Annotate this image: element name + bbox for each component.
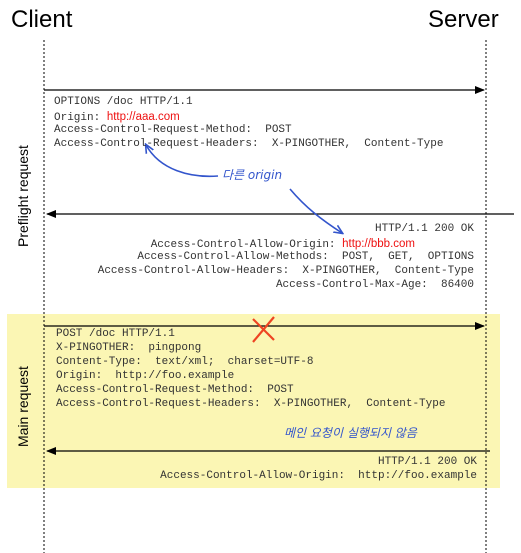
- main-content-type-line: Content-Type: text/xml; charset=UTF-8: [56, 356, 314, 368]
- main-pingother-line: X-PINGOTHER: pingpong: [56, 342, 202, 354]
- preflight-response-status: HTTP/1.1 200 OK: [374, 223, 474, 235]
- preflight-origin-line: Origin: http://aaa.com: [54, 111, 180, 124]
- origin-arrow-up: [146, 145, 219, 178]
- allow-origin-key: Access-Control-Allow-Origin:: [150, 239, 343, 251]
- preflight-request-method-line: Access-Control-Request-Method: POST: [54, 124, 292, 136]
- preflight-request-headers-line: Access-Control-Request-Headers: X-PINGOT…: [54, 138, 444, 150]
- server-label: Server: [428, 6, 499, 33]
- main-allow-origin-line: Access-Control-Allow-Origin: http://foo.…: [160, 470, 477, 482]
- preflight-request-line: OPTIONS /doc HTTP/1.1: [54, 96, 193, 108]
- main-request-headers-line: Access-Control-Request-Headers: X-PINGOT…: [56, 398, 446, 410]
- main-request-method-line: Access-Control-Request-Method: POST: [56, 384, 294, 396]
- preflight-allow-origin-line: Access-Control-Allow-Origin: http://bbb.…: [151, 238, 415, 251]
- origin-arrow-down: [289, 188, 342, 233]
- main-origin-line: Origin: http://foo.example: [56, 370, 235, 382]
- origin-value-aaa: http://aaa.com: [106, 111, 180, 123]
- main-request-line: POST /doc HTTP/1.1: [56, 328, 175, 340]
- preflight-allow-methods-line: Access-Control-Allow-Methods: POST, GET,…: [137, 251, 474, 263]
- main-response-status: HTTP/1.1 200 OK: [377, 456, 477, 468]
- preflight-max-age-line: Access-Control-Max-Age: 86400: [275, 279, 474, 291]
- origin-key: Origin:: [54, 112, 107, 124]
- different-origin-note: 다른 origin: [222, 168, 283, 182]
- not-executed-note: 메인 요청이 실행되지 않음: [284, 426, 417, 440]
- origin-value-bbb: http://bbb.com: [342, 238, 415, 250]
- preflight-request-label: Preflight request: [15, 145, 31, 247]
- main-request-highlight: [7, 314, 500, 488]
- client-label: Client: [11, 6, 73, 33]
- preflight-allow-headers-line: Access-Control-Allow-Headers: X-PINGOTHE…: [97, 265, 474, 277]
- main-request-label: Main request: [15, 366, 31, 447]
- cross-mark-2: [252, 316, 275, 343]
